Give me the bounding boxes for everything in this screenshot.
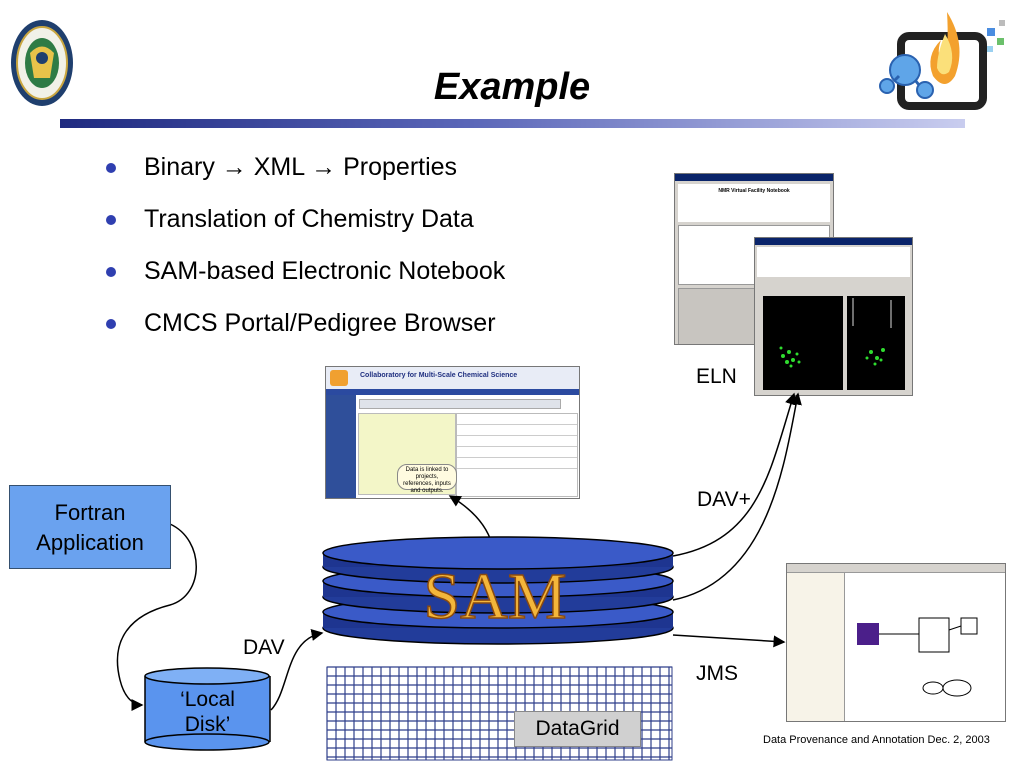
eln-screenshot-front bbox=[754, 237, 913, 396]
bullet-dot-icon bbox=[106, 267, 116, 277]
bullet-item: SAM-based Electronic Notebook bbox=[104, 254, 505, 306]
portal-screenshot: Collaboratory for Multi-Scale Chemical S… bbox=[325, 366, 580, 499]
dav-plus-label: DAV+ bbox=[697, 488, 751, 511]
sam-label: SAM bbox=[423, 559, 568, 634]
bullet-dot-icon bbox=[106, 319, 116, 329]
portal-logo-icon bbox=[330, 370, 348, 386]
local-disk-cylinder bbox=[144, 667, 271, 751]
datagrid-label: DataGrid bbox=[514, 711, 641, 747]
dav-label: DAV bbox=[243, 636, 285, 659]
tooltip-bubble: Data is linked to projects, references, … bbox=[397, 464, 457, 494]
workflow-diagram-image bbox=[857, 617, 978, 697]
slide-footer: Data Provenance and Annotation Dec. 2, 2… bbox=[763, 734, 990, 746]
bullet-dot-icon bbox=[106, 163, 116, 173]
dav-plus-arrow-2 bbox=[672, 392, 802, 601]
title-underline bbox=[60, 119, 965, 128]
fortran-to-disk-arrow bbox=[116, 523, 197, 711]
dav-plus-arrow-1 bbox=[672, 392, 797, 557]
doe-seal-logo bbox=[11, 20, 73, 106]
workflow-screenshot bbox=[786, 563, 1006, 722]
bullet-dot-icon bbox=[106, 215, 116, 225]
nmr-plot-image bbox=[779, 298, 892, 368]
bullet-item: Translation of Chemistry Data bbox=[104, 202, 505, 254]
fortran-application-box: Fortran Application bbox=[9, 485, 171, 569]
sam-disk-stack bbox=[322, 536, 674, 645]
bullet-item: CMCS Portal/Pedigree Browser bbox=[104, 306, 505, 358]
cmcs-logo bbox=[879, 12, 1005, 110]
bullet-list: Binary → XML → Properties Translation of… bbox=[104, 150, 505, 358]
local-disk-label: ‘Local Disk’ bbox=[180, 688, 235, 736]
dav-arrow bbox=[270, 629, 324, 711]
bullet-item: Binary → XML → Properties bbox=[104, 150, 505, 202]
jms-arrow bbox=[672, 634, 786, 648]
eln-label: ELN bbox=[696, 365, 737, 388]
slide-title: Example bbox=[433, 66, 591, 108]
eln-header: NMR Virtual Facility Notebook bbox=[678, 184, 830, 222]
jms-label: JMS bbox=[696, 662, 738, 685]
portal-header: Collaboratory for Multi-Scale Chemical S… bbox=[360, 372, 518, 379]
